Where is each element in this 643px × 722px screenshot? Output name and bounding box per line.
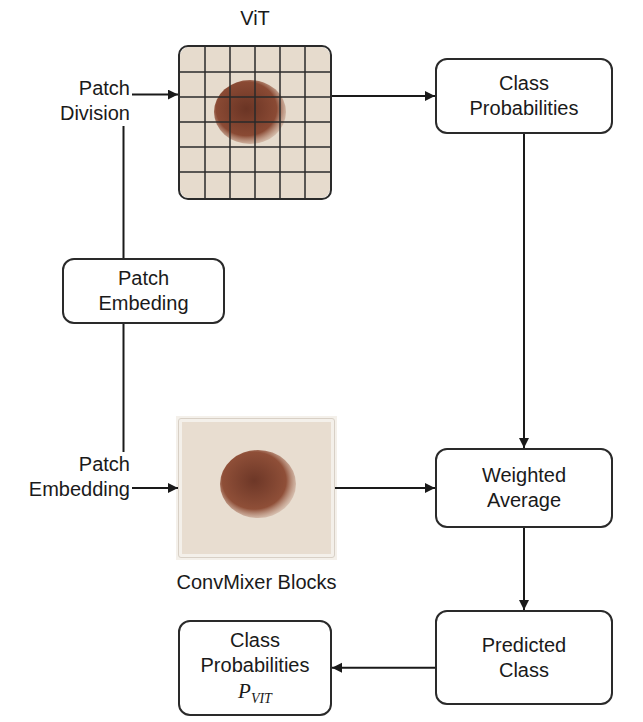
process-box: Predicted Class	[435, 610, 613, 705]
arrow-connector	[332, 95, 435, 97]
process-box: Weighted Average	[435, 448, 613, 528]
arrow-connector	[523, 528, 525, 610]
box-label: Class Probabilities	[470, 72, 579, 119]
convmixer-skin-image	[176, 416, 337, 560]
text-line: Patch Embeding	[88, 266, 199, 316]
edge-label: Patch Division	[6, 76, 132, 126]
process-box: Class Probabilities	[435, 58, 613, 134]
arrow-connector	[332, 667, 435, 669]
text-line: Class Probabilities	[449, 71, 599, 121]
output-box: Class ProbabilitiesPVIT	[178, 620, 332, 716]
text-line: Predicted Class	[463, 633, 585, 683]
vit-skin-image	[180, 47, 330, 198]
box-label: Predicted Class	[482, 634, 567, 681]
convmixer-image-box: ConvMixer Blocks	[178, 418, 335, 558]
math-symbol: VIT	[251, 691, 272, 706]
image-caption: ConvMixer Blocks	[176, 571, 336, 594]
image-title: ViT	[240, 7, 270, 30]
arrow-connector	[523, 134, 525, 448]
box-label: Class Probabilities	[201, 629, 310, 676]
math-symbol: P	[238, 679, 251, 703]
box-label: Patch Embeding	[98, 267, 188, 314]
text-line: PVIT	[238, 678, 272, 708]
text-line: Class Probabilities	[188, 628, 322, 678]
vit-image-box: ViT	[178, 45, 332, 200]
process-box: Patch Embeding	[62, 258, 225, 324]
edge-label: Patch Embedding	[6, 452, 132, 502]
arrow-connector	[335, 487, 435, 489]
box-label: Weighted Average	[482, 464, 566, 511]
text-line: Weighted Average	[453, 463, 595, 513]
